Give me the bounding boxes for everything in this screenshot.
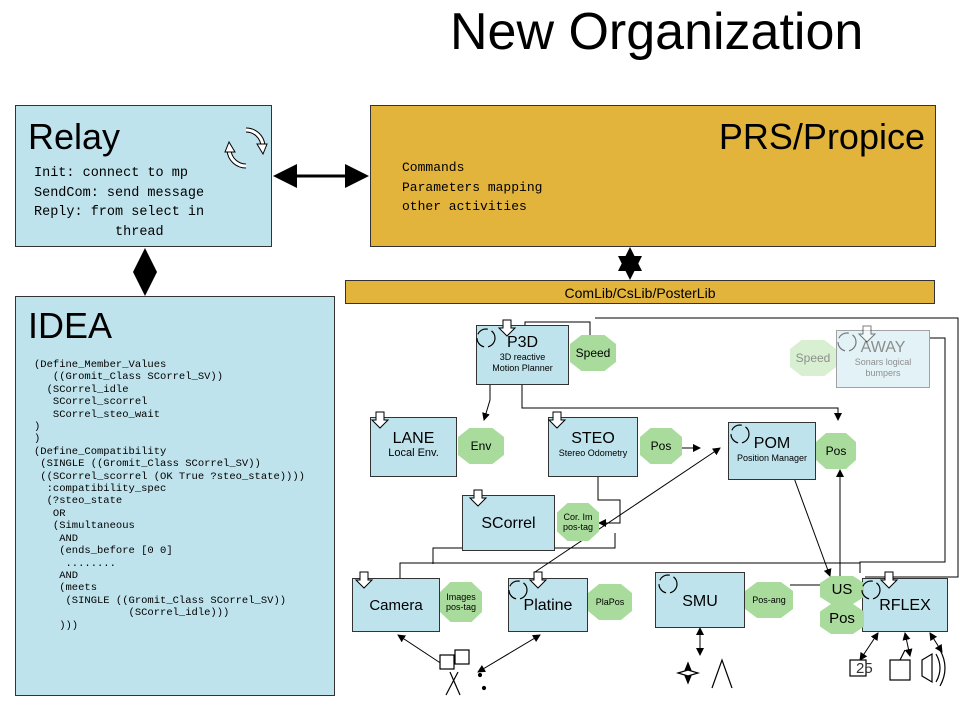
poster-images: Images pos-tag <box>440 582 482 622</box>
p3d-name: P3D <box>506 334 539 351</box>
rflex-hw-arrow3 <box>929 632 943 653</box>
prs-code: Commands Parameters mapping other activi… <box>402 160 543 214</box>
rflex-hw-arrow2 <box>902 632 913 657</box>
smu-name: SMU <box>682 593 718 610</box>
module-rflex: RFLEX <box>862 578 948 632</box>
cycle-arrows-icon <box>224 127 268 169</box>
module-away: AWAY Sonars logical bumpers <box>836 330 930 388</box>
idea-box: IDEA (Define_Member_Values ((Gromit_Clas… <box>15 296 335 696</box>
poster-pos-rflex: Pos <box>820 604 864 634</box>
flow-away-rflex <box>595 317 959 578</box>
page-number: 25 <box>856 660 873 677</box>
pom-name: POM <box>753 435 791 452</box>
prs-title: PRS/Propice <box>718 116 925 157</box>
poster-us: US <box>820 576 864 604</box>
flow-p3d-pom <box>521 385 842 421</box>
flow-p3d-lane <box>482 385 491 421</box>
poster-speed-p3d: Speed <box>570 335 616 371</box>
module-scorrel: SCorrel <box>462 495 555 551</box>
relay-code: Init: connect to mp SendCom: send messag… <box>34 166 205 240</box>
flow-rflex-away <box>859 337 946 573</box>
camera-hw-arrow <box>397 634 449 669</box>
poster-plapos: PlaPos <box>588 584 632 620</box>
lane-sub: Local Env. <box>388 447 439 459</box>
rflex-hw-arrow1 <box>859 632 879 661</box>
poster-pos-pom: Pos <box>816 433 856 469</box>
platine-name: Platine <box>523 597 573 614</box>
slide-title: New Organization <box>450 3 864 61</box>
prs-propice-box: PRS/Propice Commands Parameters mapping … <box>370 105 936 247</box>
poster-speed-away: Speed <box>790 340 836 376</box>
poster-env: Env <box>458 428 504 464</box>
away-sub: Sonars logical bumpers <box>854 357 912 378</box>
pom-sub: Position Manager <box>736 453 808 463</box>
lane-name: LANE <box>392 430 435 447</box>
flow-hw-bus <box>399 562 860 580</box>
relay-title: Relay <box>28 116 121 157</box>
platine-hw-arrow <box>477 634 541 673</box>
module-lane: LANE Local Env. <box>370 417 457 477</box>
away-name: AWAY <box>860 339 906 356</box>
camera-name: Camera <box>369 597 423 614</box>
module-smu: SMU <box>655 572 745 628</box>
module-platine: Platine <box>508 578 588 632</box>
poster-cor-im: Cor. Im pos-tag <box>557 503 599 541</box>
idea-title: IDEA <box>28 305 113 346</box>
poster-pos-ang: Pos-ang <box>745 582 793 618</box>
steo-name: STEO <box>571 430 615 447</box>
comlib-bar: ComLib/CsLib/PosterLib <box>345 280 935 304</box>
poster-pos-steo: Pos <box>640 428 682 464</box>
relay-box: Relay Init: connect to mp SendCom: send … <box>15 105 272 247</box>
module-pom: POM Position Manager <box>728 422 816 480</box>
flow-steo-scorrel <box>597 477 621 527</box>
module-p3d: P3D 3D reactive Motion Planner <box>476 325 569 385</box>
idea-code: (Define_Member_Values ((Gromit_Class SCo… <box>34 359 305 632</box>
flow-pom-us <box>789 466 832 577</box>
module-steo: STEO Stereo Odometry <box>548 417 638 477</box>
p3d-sub: 3D reactive Motion Planner <box>492 352 553 373</box>
steo-sub: Stereo Odometry <box>558 448 628 458</box>
module-camera: Camera <box>352 578 440 632</box>
flow-platine-steo <box>534 447 721 573</box>
scorrel-name: SCorrel <box>481 515 536 532</box>
rflex-name: RFLEX <box>879 597 931 614</box>
